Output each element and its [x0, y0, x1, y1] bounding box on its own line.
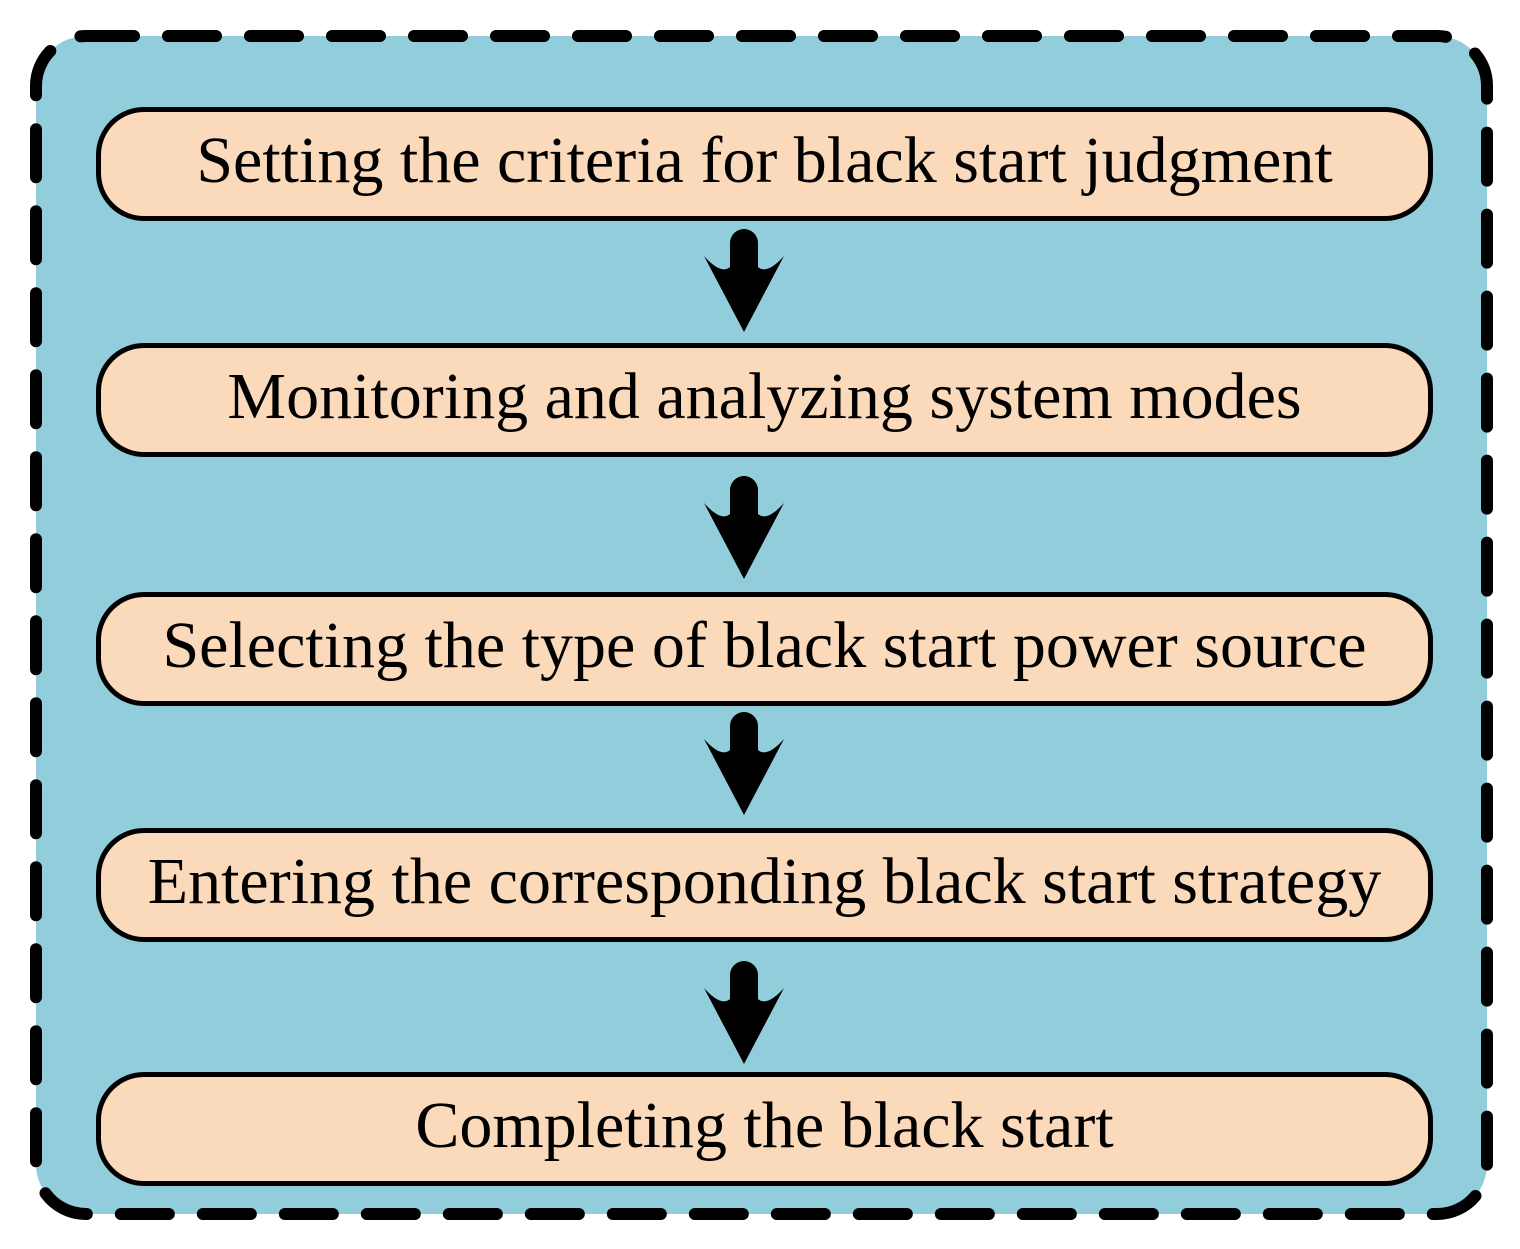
step-box-4: Entering the corresponding black start s… — [96, 828, 1433, 942]
step-box-3: Selecting the type of black start power … — [96, 592, 1433, 706]
down-arrow-icon — [704, 476, 784, 579]
step-label-5: Completing the black start — [415, 1089, 1114, 1162]
step-label-3: Selecting the type of black start power … — [162, 609, 1367, 682]
down-arrow-icon — [704, 229, 784, 332]
down-arrow-icon — [704, 712, 784, 815]
step-box-1: Setting the criteria for black start jud… — [96, 107, 1433, 221]
step-label-2: Monitoring and analyzing system modes — [227, 360, 1302, 433]
step-box-2: Monitoring and analyzing system modes — [96, 343, 1433, 457]
step-label-4: Entering the corresponding black start s… — [147, 845, 1382, 918]
down-arrow-icon — [704, 961, 784, 1064]
step-label-1: Setting the criteria for black start jud… — [196, 124, 1333, 197]
step-box-5: Completing the black start — [96, 1072, 1433, 1186]
